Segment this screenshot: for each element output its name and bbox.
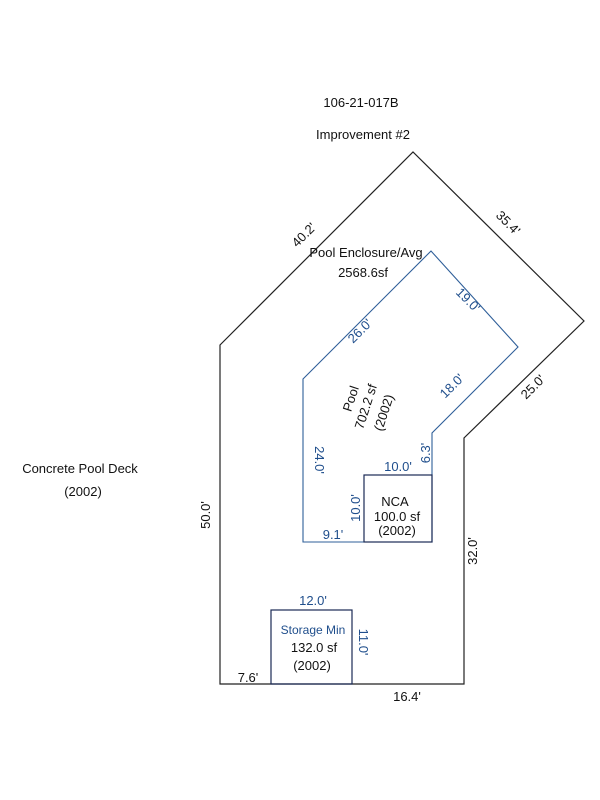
dim-pool-notch: 6.3' <box>418 443 433 464</box>
dim-enclosure-upper-right: 35.4' <box>493 208 523 238</box>
dim-pool-upper-right: 19.0' <box>453 285 483 315</box>
enclosure-outline <box>219 151 585 685</box>
improvement-label: Improvement #2 <box>316 127 410 142</box>
nca-box <box>363 474 433 543</box>
dim-enclosure-bottom-left: 7.6' <box>238 670 259 685</box>
pool-outline <box>302 250 519 543</box>
nca-area: 100.0 sf <box>374 509 421 524</box>
storage-year: (2002) <box>293 658 331 673</box>
nca-year: (2002) <box>378 523 416 538</box>
storage-box <box>270 609 353 685</box>
dim-pool-bottom: 9.1' <box>323 527 344 542</box>
dim-pool-upper-left: 26.0' <box>345 316 375 346</box>
dim-enclosure-bottom: 16.4' <box>393 689 421 704</box>
parcel-id: 106-21-017B <box>323 95 398 110</box>
enclosure-name: Pool Enclosure/Avg <box>309 245 422 260</box>
deck-year: (2002) <box>64 484 102 499</box>
storage-name: Storage Min <box>281 623 346 637</box>
dim-pool-right-diag: 18.0' <box>437 371 467 401</box>
dim-storage-top: 12.0' <box>299 593 327 608</box>
dim-enclosure-right: 32.0' <box>465 537 480 565</box>
dim-enclosure-left: 50.0' <box>198 501 213 529</box>
dim-storage-right: 11.0' <box>356 629 371 656</box>
dim-pool-left: 24.0' <box>312 446 327 474</box>
dim-nca-top: 10.0' <box>384 459 412 474</box>
deck-name: Concrete Pool Deck <box>22 461 138 476</box>
storage-area: 132.0 sf <box>291 640 338 655</box>
nca-name: NCA <box>381 494 409 509</box>
enclosure-area: 2568.6sf <box>338 265 388 280</box>
dim-nca-left: 10.0' <box>348 494 363 522</box>
dim-enclosure-right-diag: 25.0' <box>518 372 548 402</box>
